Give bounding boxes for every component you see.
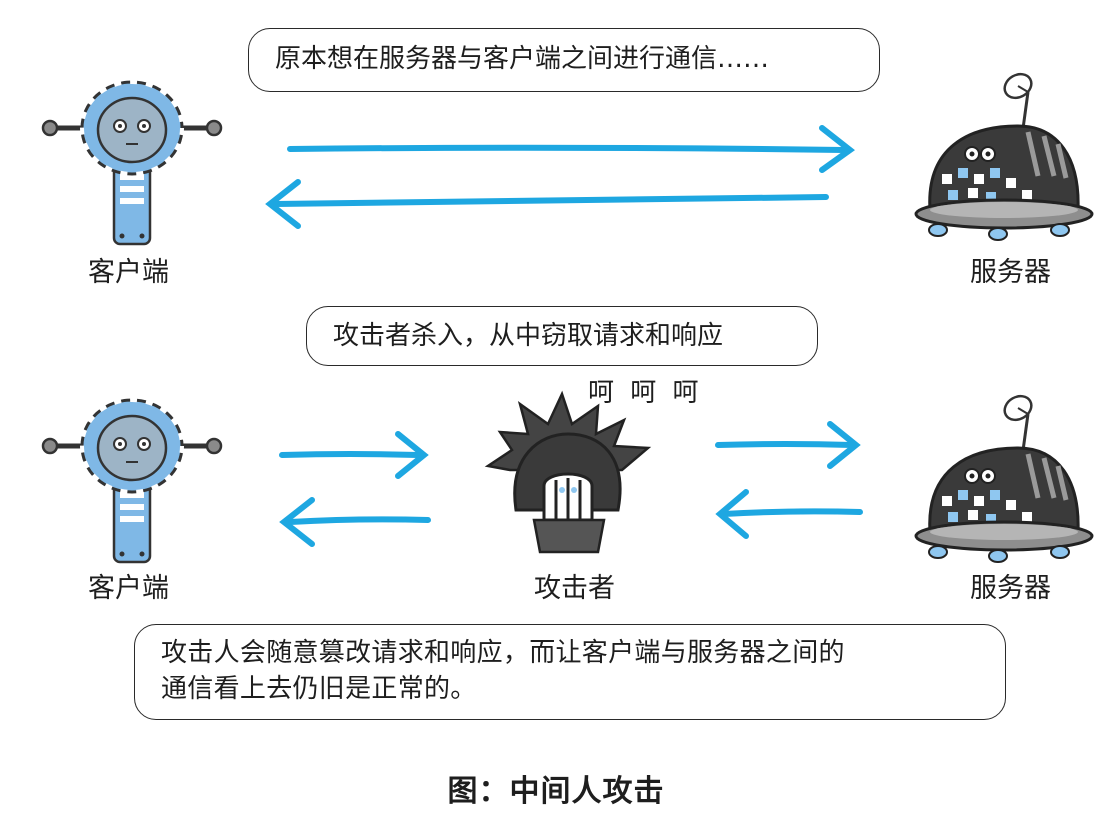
speech-bubble-intent: 原本想在服务器与客户端之间进行通信…… [248, 28, 880, 92]
server-label-top: 服务器 [970, 257, 1051, 288]
server-label-bottom: 服务器 [970, 573, 1051, 604]
client-label-top: 客户端 [88, 257, 169, 288]
response-arrow-attacker-client [279, 497, 431, 547]
client-robot-icon-top [43, 82, 221, 244]
client-label-bottom: 客户端 [88, 573, 169, 604]
request-arrow-attacker-server [715, 421, 861, 469]
server-robot-icon-bottom [916, 391, 1092, 562]
attacker-label: 攻击者 [534, 573, 615, 604]
attacker-icon [484, 390, 652, 554]
speech-bubble-attack: 攻击者杀入，从中窃取请求和响应 [306, 306, 818, 366]
speech-text-intent: 原本想在服务器与客户端之间进行通信…… [275, 44, 770, 74]
server-robot-icon-top [916, 69, 1092, 240]
attacker-laugh-text: 呵 呵 呵 [588, 378, 703, 408]
explanation-line-1: 攻击人会随意篡改请求和响应，而让客户端与服务器之间的 [161, 638, 845, 668]
request-arrow-top [287, 125, 856, 173]
figure-caption: 图：中间人攻击 [447, 774, 665, 809]
request-arrow-client-attacker [279, 431, 429, 479]
speech-text-attack: 攻击者杀入，从中窃取请求和响应 [333, 321, 724, 351]
response-arrow-server-attacker [715, 489, 863, 539]
response-arrow-top [265, 179, 829, 229]
explanation-line-2: 通信看上去仍旧是正常的。 [161, 674, 477, 704]
client-robot-icon-bottom [43, 400, 221, 562]
explanation-box: 攻击人会随意篡改请求和响应，而让客户端与服务器之间的 通信看上去仍旧是正常的。 [134, 624, 1006, 720]
